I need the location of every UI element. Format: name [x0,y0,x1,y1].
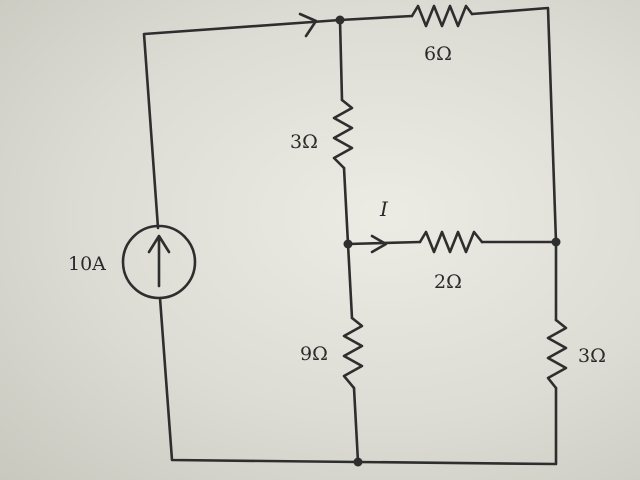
node-center [343,239,353,249]
resistor-3-ohm-upper-label: 3Ω [290,131,318,153]
resistor-3-ohm-right-label: 3Ω [578,345,606,367]
wire-top-right [470,6,558,244]
arrow-icon-top [298,12,318,38]
resistor-2-ohm-label: 2Ω [434,271,462,293]
node-top [335,15,345,25]
resistor-2-ohm [418,230,484,254]
resistor-6-ohm-label: 6Ω [424,43,452,65]
resistor-3-ohm-right [546,318,568,390]
node-right [551,237,561,247]
node-bottom [353,457,363,467]
wire-left-top [142,18,342,230]
wire-top [338,14,414,22]
resistor-9-ohm [342,316,364,390]
current-source-label: 10A [68,253,106,275]
wire-right-bottom [356,386,558,466]
wire-left-bottom [158,296,360,464]
resistor-9-ohm-label: 9Ω [300,343,328,365]
current-i-label: I [379,197,389,221]
current-source-10a [121,224,197,300]
current-source-arrow-icon [147,234,171,288]
resistor-6-ohm [410,4,474,28]
wire-mid-lower [352,386,360,464]
wire-mid-upper [338,18,344,102]
resistor-3-ohm-upper [332,98,354,170]
arrow-icon-current-i [370,234,388,254]
